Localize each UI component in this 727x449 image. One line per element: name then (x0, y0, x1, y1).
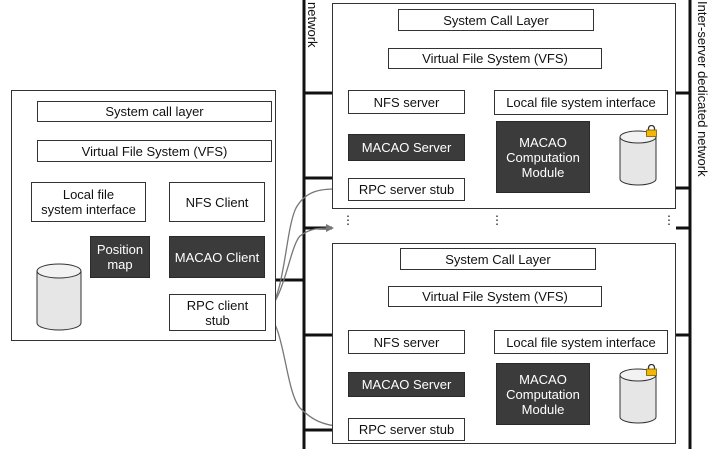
client-local-fs-interface: Local file system interface (31, 182, 146, 222)
server-2-local-fs-interface: Local file system interface (494, 330, 668, 354)
client-system-call-layer: System call layer (37, 101, 272, 122)
server-1-lock-icon (646, 125, 657, 137)
server-2-rpc-server-stub: RPC server stub (348, 418, 465, 441)
server-1-local-fs-interface: Local file system interface (494, 90, 668, 115)
client-macao-client: MACAO Client (169, 236, 265, 278)
client-nfs-client: NFS Client (169, 182, 265, 222)
rpc-link-mid (265, 224, 334, 313)
network-label: network (305, 2, 320, 48)
server-2-lock-icon (646, 364, 657, 376)
server-2-macao-server: MACAO Server (348, 372, 465, 397)
client-position-map: Position map (90, 236, 150, 278)
server-2-system-call-layer: System Call Layer (400, 248, 596, 270)
client-rpc-client-stub: RPC client stub (169, 294, 266, 331)
server-1-rpc-server-stub: RPC server stub (348, 178, 465, 201)
rpc-link-server-2 (265, 311, 344, 431)
server-2-macao-computation-module: MACAO Computation Module (496, 363, 590, 425)
server-1-macao-computation-module: MACAO Computation Module (496, 121, 590, 193)
server-2-nfs-server: NFS server (348, 330, 465, 354)
client-storage-cylinder (36, 263, 82, 331)
server-2-storage-cylinder (619, 368, 657, 424)
inter-server-network-label: Inter-server dedicated network (695, 1, 710, 177)
rpc-link-server-1 (265, 184, 344, 313)
ellipsis-middle: ⋮ (491, 213, 503, 227)
ellipsis-left: ⋮ (342, 213, 354, 227)
ellipsis-right: ⋮ (663, 213, 675, 227)
server-1-storage-cylinder (619, 130, 657, 186)
server-1-nfs-server: NFS server (348, 90, 465, 114)
client-vfs: Virtual File System (VFS) (37, 140, 272, 162)
server-1-vfs: Virtual File System (VFS) (388, 48, 602, 69)
server-1-system-call-layer: System Call Layer (398, 9, 594, 31)
server-1-macao-server: MACAO Server (348, 134, 465, 161)
server-2-vfs: Virtual File System (VFS) (388, 286, 602, 307)
